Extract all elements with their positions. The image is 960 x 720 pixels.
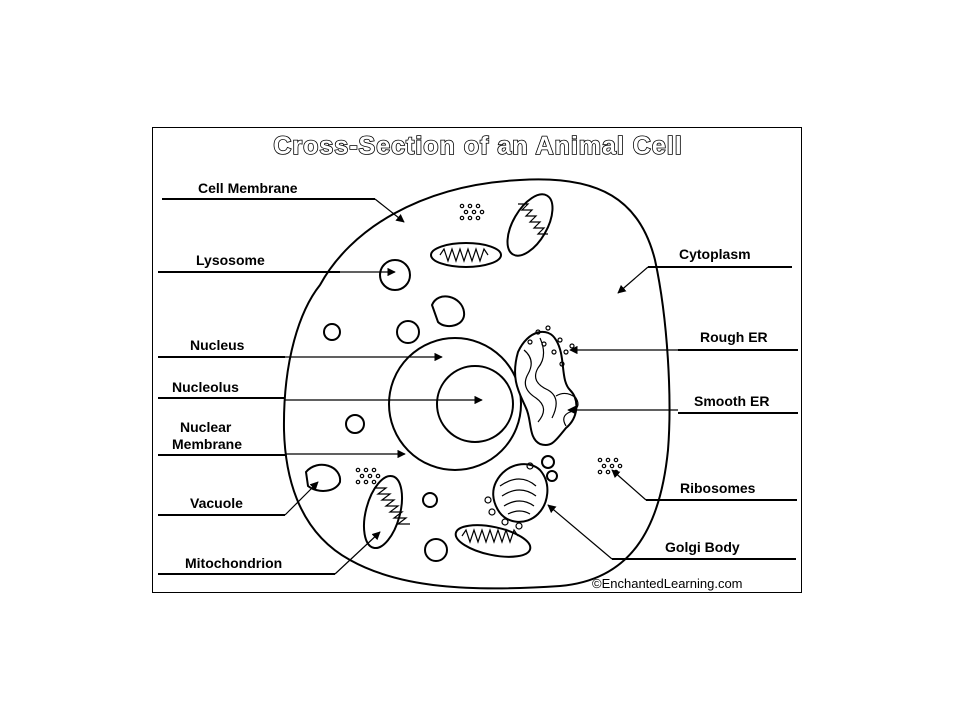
vesicle-shape bbox=[323, 323, 341, 341]
vacuole-shape bbox=[430, 295, 466, 328]
vesicle-shape bbox=[396, 320, 420, 344]
vesicle-shape bbox=[424, 538, 448, 562]
mitochondrion-shape bbox=[454, 524, 532, 558]
mitochondrion-shape bbox=[430, 242, 502, 268]
label-nuclear-membrane-line1: Nuclear bbox=[180, 419, 232, 435]
mitochondrion-shape bbox=[506, 193, 554, 257]
golgi-body-shape bbox=[484, 462, 549, 530]
ribosomes-cluster bbox=[459, 203, 485, 221]
ribosomes-cluster bbox=[355, 467, 381, 485]
label-nucleolus: Nucleolus bbox=[172, 379, 239, 395]
endoplasmic-reticulum-shape bbox=[514, 325, 579, 446]
label-cytoplasm: Cytoplasm bbox=[679, 246, 751, 262]
pointer-ribosomes bbox=[611, 469, 647, 501]
label-rough-er: Rough ER bbox=[700, 329, 768, 345]
vesicle-shape bbox=[422, 492, 438, 508]
nucleolus-shape bbox=[436, 365, 514, 443]
label-ribosomes: Ribosomes bbox=[680, 480, 756, 496]
label-nuclear-membrane-line2: Membrane bbox=[172, 436, 242, 452]
label-smooth-er: Smooth ER bbox=[694, 393, 769, 409]
vesicle-shape bbox=[345, 414, 365, 434]
label-mitochondrion: Mitochondrion bbox=[185, 555, 282, 571]
label-vacuole: Vacuole bbox=[190, 495, 243, 511]
label-cell-membrane: Cell Membrane bbox=[198, 180, 298, 196]
pointer-golgi-body bbox=[547, 504, 613, 560]
mitochondrion-shape bbox=[362, 474, 410, 550]
pointer-cell-membrane bbox=[374, 198, 405, 223]
vacuole-shape bbox=[304, 463, 342, 492]
lysosome-shape bbox=[379, 259, 411, 291]
label-lysosome: Lysosome bbox=[196, 252, 265, 268]
pointer-cytoplasm bbox=[617, 266, 649, 294]
vesicle-shape bbox=[546, 470, 558, 482]
diagram-title: Cross-Section of an Animal Cell bbox=[273, 132, 682, 160]
label-nucleus: Nucleus bbox=[190, 337, 245, 353]
pointer-vacuole bbox=[284, 481, 319, 516]
pointer-mitochondrion bbox=[334, 531, 381, 575]
vesicle-shape bbox=[541, 455, 555, 469]
ribosomes-cluster bbox=[597, 457, 623, 475]
label-golgi-body: Golgi Body bbox=[665, 539, 740, 555]
credit-text: ©EnchantedLearning.com bbox=[592, 576, 743, 591]
